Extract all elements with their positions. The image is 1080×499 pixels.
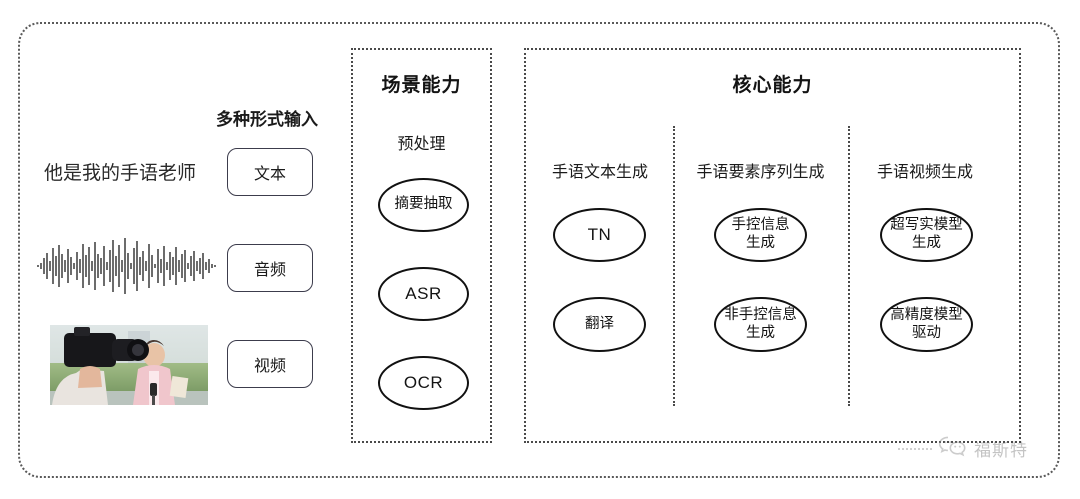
scene-node-asr[interactable]: ASR xyxy=(378,267,469,321)
core-capability-title: 核心能力 xyxy=(732,75,813,96)
audio-waveform-icon xyxy=(36,236,218,296)
core-node-manual-info[interactable]: 手控信息 生成 xyxy=(714,208,807,262)
wechat-icon xyxy=(938,434,968,463)
core-node-high-precision-drive[interactable]: 高精度模型 驱动 xyxy=(880,297,973,352)
core-node-translation[interactable]: 翻译 xyxy=(553,297,646,352)
watermark: 福斯特 xyxy=(898,434,1028,463)
core-node-photoreal-model[interactable]: 超写实模型 生成 xyxy=(880,208,973,262)
scene-group-label: 预处理 xyxy=(397,136,446,153)
scene-node-summary[interactable]: 摘要抽取 xyxy=(378,178,469,232)
core-node-tn[interactable]: TN xyxy=(553,208,646,262)
input-button-video[interactable]: 视频 xyxy=(227,340,313,388)
scene-capability-panel: 场景能力 xyxy=(351,48,492,443)
input-button-audio[interactable]: 音频 xyxy=(227,244,313,292)
input-caption: 多种形式输入 xyxy=(216,110,318,129)
input-sample-text: 他是我的手语老师 xyxy=(44,163,197,184)
scene-capability-title: 场景能力 xyxy=(381,75,462,96)
core-node-non-manual-info[interactable]: 非手控信息 生成 xyxy=(714,297,807,352)
watermark-dotted-line xyxy=(898,447,932,450)
outer-frame xyxy=(18,22,1060,478)
video-thumbnail xyxy=(50,325,208,405)
core-column-divider-2 xyxy=(848,126,850,406)
core-column-header-3: 手语视频生成 xyxy=(876,164,973,181)
core-column-header-2: 手语要素序列生成 xyxy=(696,164,825,181)
core-column-divider-1 xyxy=(673,126,675,406)
core-column-header-1: 手语文本生成 xyxy=(551,164,648,181)
scene-node-ocr[interactable]: OCR xyxy=(378,356,469,410)
watermark-text: 福斯特 xyxy=(974,441,1028,460)
input-button-text[interactable]: 文本 xyxy=(227,148,313,196)
core-capability-panel: 核心能力 xyxy=(524,48,1021,443)
